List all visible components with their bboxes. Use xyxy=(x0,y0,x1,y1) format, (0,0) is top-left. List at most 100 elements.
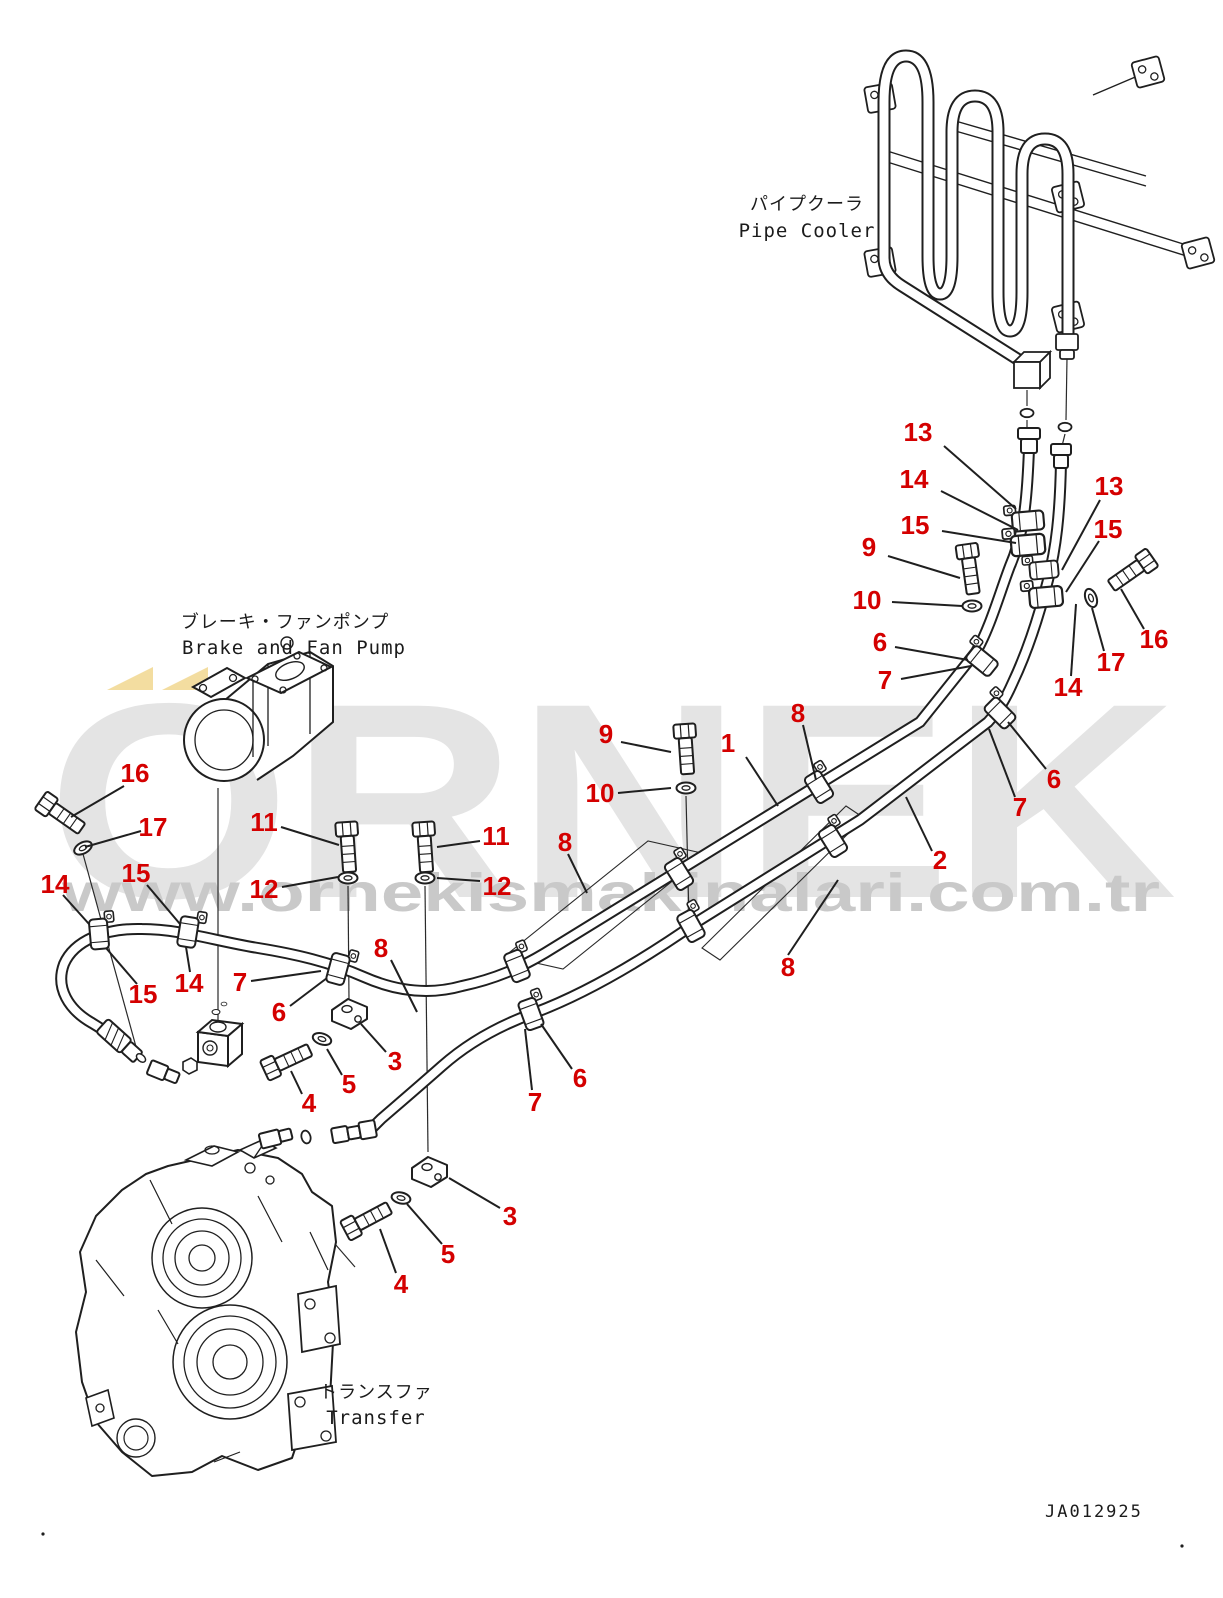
callout-number: 12 xyxy=(250,874,279,904)
callout-leader-line xyxy=(436,877,481,882)
callout-number: 16 xyxy=(1140,624,1169,654)
callout-leader-line xyxy=(289,977,328,1007)
transfer-inlet-parts xyxy=(253,1119,378,1159)
callout-leader-line xyxy=(281,876,339,888)
callout-number: 3 xyxy=(388,1046,402,1076)
callout-number: 5 xyxy=(342,1069,356,1099)
callout-leader-line xyxy=(745,756,779,807)
callout-number: 7 xyxy=(233,967,247,997)
callout-leader-line xyxy=(250,970,322,982)
callout-leader-line xyxy=(900,665,972,680)
callout-number: 6 xyxy=(272,997,286,1027)
washer xyxy=(414,871,436,885)
callout-leader-line xyxy=(1061,499,1101,571)
callout-leader-line xyxy=(567,853,588,894)
callout-number: 9 xyxy=(599,719,613,749)
callout-leader-line xyxy=(379,1228,397,1274)
callout-leader-line xyxy=(448,1177,501,1209)
callout-number: 2 xyxy=(933,845,947,875)
callout-number: 7 xyxy=(528,1087,542,1117)
callout-leader-line xyxy=(787,879,839,956)
callout-number: 1 xyxy=(721,728,735,758)
hose-fitting xyxy=(1017,427,1072,469)
callout-leader-line xyxy=(1091,607,1105,652)
callout-leader-line xyxy=(943,445,1017,510)
callout-number: 7 xyxy=(1013,792,1027,822)
washer xyxy=(961,599,983,613)
callout-number: 10 xyxy=(853,585,882,615)
callout-number: 14 xyxy=(900,464,929,494)
callout-number: 4 xyxy=(302,1088,317,1118)
callout-leader-line xyxy=(988,728,1016,798)
callout-number: 8 xyxy=(791,698,805,728)
transfer-label-en: Transfer xyxy=(326,1407,426,1429)
callout-leader-line xyxy=(905,796,933,852)
callout-number: 9 xyxy=(862,532,876,562)
washer xyxy=(337,871,359,885)
construction-line xyxy=(347,885,350,1001)
callout-leader-line xyxy=(436,840,481,848)
callout-leader-line xyxy=(84,830,142,848)
callout-number: 14 xyxy=(41,869,70,899)
callout-number: 15 xyxy=(129,979,158,1009)
callout-leader-line xyxy=(802,724,817,781)
callout-leader-line xyxy=(185,946,191,973)
pipe-cooler-label-jp: パイプクーラ xyxy=(750,194,864,215)
callout-leader-line xyxy=(280,826,340,846)
callout-leader-line xyxy=(1065,540,1100,593)
stray-dot xyxy=(41,1532,45,1536)
drawing-number: JA012925 xyxy=(1045,1502,1143,1522)
callout-number: 11 xyxy=(482,821,510,851)
pump-label-jp: ブレーキ・ファンポンプ xyxy=(181,611,389,633)
callout-number: 6 xyxy=(1047,764,1061,794)
callout-leader-line xyxy=(290,1070,303,1095)
washer xyxy=(675,781,697,795)
callout-number: 8 xyxy=(781,952,795,982)
callout-number: 11 xyxy=(250,807,278,837)
umlaut-triangle-icon xyxy=(107,667,153,690)
callout-leader-line xyxy=(891,601,963,607)
transfer-drawing xyxy=(75,1139,341,1477)
callout-leader-line xyxy=(326,1048,343,1076)
callout-leader-line xyxy=(62,894,90,925)
callout-number: 16 xyxy=(121,758,150,788)
callout-number: 14 xyxy=(1054,672,1083,702)
callout-leader-line xyxy=(390,959,418,1013)
callout-number: 8 xyxy=(374,933,388,963)
callout-leader-line xyxy=(887,555,961,579)
callout-leader-line xyxy=(406,1203,443,1245)
callout-leader-line xyxy=(941,530,1017,544)
callout-leader-line xyxy=(105,947,138,985)
brake-loop-parts xyxy=(96,1001,245,1085)
callout-number: 12 xyxy=(483,871,512,901)
callout-number: 14 xyxy=(175,968,204,998)
callout-number: 4 xyxy=(394,1269,409,1299)
callout-number: 6 xyxy=(573,1063,587,1093)
callout-leader-line xyxy=(617,787,672,794)
callout-leader-line xyxy=(146,884,181,925)
callout-number: 13 xyxy=(1095,471,1124,501)
callout-leader-line xyxy=(894,646,969,661)
construction-line xyxy=(1065,357,1068,421)
callout-number: 10 xyxy=(586,778,615,808)
callout-number: 3 xyxy=(503,1201,517,1231)
callout-number: 17 xyxy=(1097,647,1126,677)
construction-line xyxy=(424,885,429,1153)
callout-leader-line xyxy=(70,785,125,818)
callout-number: 15 xyxy=(901,510,930,540)
callout-number: 17 xyxy=(139,812,168,842)
callout-number: 13 xyxy=(904,417,933,447)
callout-leader-line xyxy=(524,1028,533,1091)
callout-leader-line xyxy=(620,741,672,753)
callout-leader-line xyxy=(1070,603,1077,677)
callout-leader-line xyxy=(1120,588,1145,630)
callout-number: 15 xyxy=(122,858,151,888)
pipe-cooler-label-en: Pipe Cooler xyxy=(739,220,876,242)
pump-label-en: Brake and Fan Pump xyxy=(182,637,406,659)
callout-number: 8 xyxy=(558,827,572,857)
stray-dot xyxy=(1180,1544,1184,1548)
callout-leader-line xyxy=(940,490,1019,531)
